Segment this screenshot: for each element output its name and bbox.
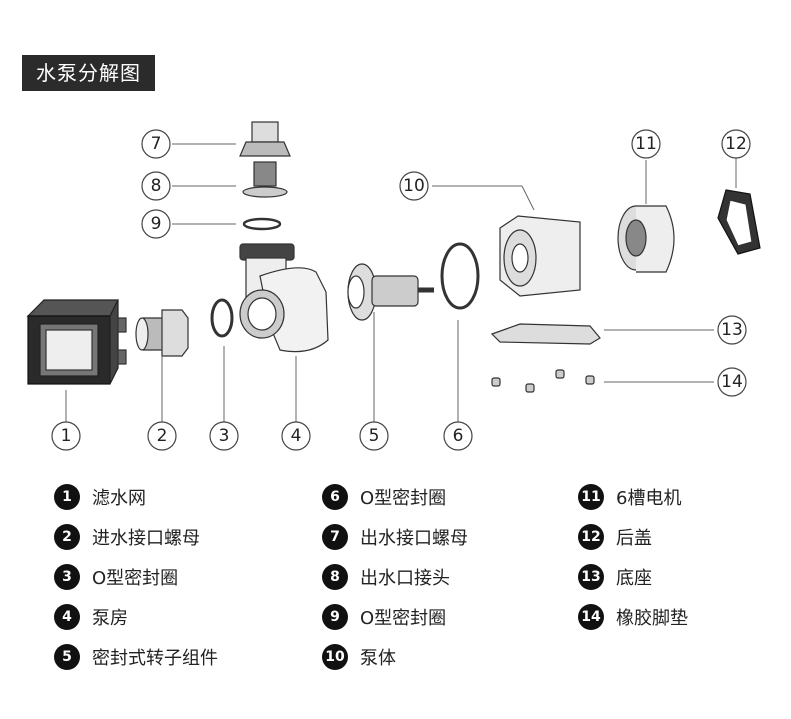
- callout-14: 14: [721, 372, 743, 392]
- callout-5: 5: [369, 426, 380, 446]
- callout-9: 9: [151, 214, 162, 234]
- inlet-nut-part: [135, 309, 189, 357]
- callout-circles: [51, 129, 751, 451]
- pump-chamber-part: [239, 243, 329, 353]
- o-ring-9-part: [242, 217, 282, 231]
- callout-11: 11: [635, 134, 657, 154]
- callout-8: 8: [151, 176, 162, 196]
- rubber-feet-part: [491, 369, 595, 393]
- callout-7: 7: [151, 134, 162, 154]
- page-title: 水泵分解图: [22, 55, 155, 91]
- callout-6: 6: [453, 426, 464, 446]
- pump-body-part: [499, 215, 581, 297]
- outlet-fitting-part: [242, 161, 288, 198]
- callout-4: 4: [291, 426, 302, 446]
- callout-3: 3: [219, 426, 230, 446]
- callout-13: 13: [721, 320, 743, 340]
- callout-2: 2: [157, 426, 168, 446]
- filter-screen-part: [26, 299, 127, 385]
- motor-part: [617, 205, 675, 273]
- base-plate-part: [490, 323, 601, 345]
- o-ring-3-part: [210, 298, 234, 338]
- o-ring-6-part: [440, 242, 480, 310]
- rotor-assembly-part: [347, 263, 434, 321]
- callout-10: 10: [403, 176, 425, 196]
- outlet-nut-part: [239, 121, 291, 157]
- callout-1: 1: [61, 426, 72, 446]
- leader-lines: [65, 143, 737, 424]
- back-cover-part: [717, 189, 761, 255]
- callout-12: 12: [725, 134, 747, 154]
